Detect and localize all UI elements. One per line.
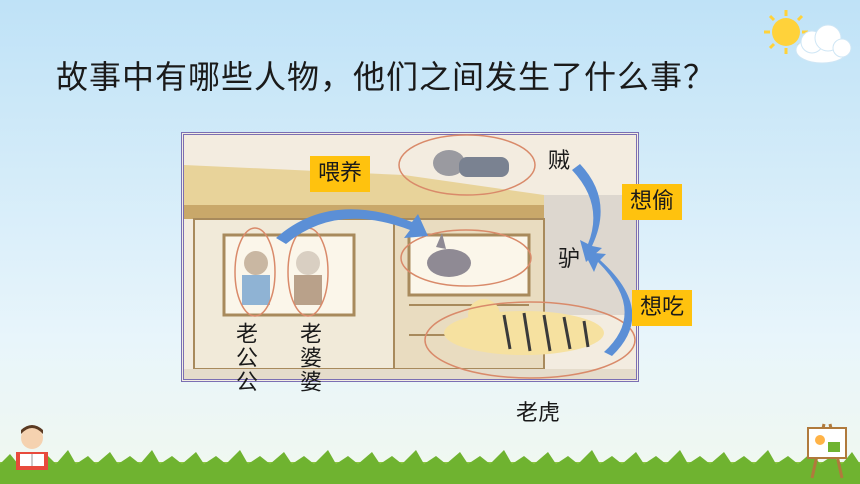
tiger-name: 老虎 (516, 401, 561, 426)
cloud-icon (795, 24, 852, 64)
old-woman-name: 老婆婆 (296, 322, 321, 394)
thief-name: 贼 (548, 149, 571, 174)
page-title: 故事中有哪些人物，他们之间发生了什么事？ (56, 58, 717, 96)
sun-cloud-decoration (764, 10, 852, 64)
grass-decoration (0, 450, 860, 484)
reading-kid-icon (16, 425, 48, 470)
want-steal-label: 想偷 (622, 184, 683, 220)
want-eat-label: 想吃 (632, 290, 693, 326)
donkey-name: 驴 (558, 247, 581, 272)
feed-label: 喂养 (310, 156, 371, 192)
old-man-name: 老公公 (232, 322, 257, 394)
easel-icon (807, 423, 847, 479)
